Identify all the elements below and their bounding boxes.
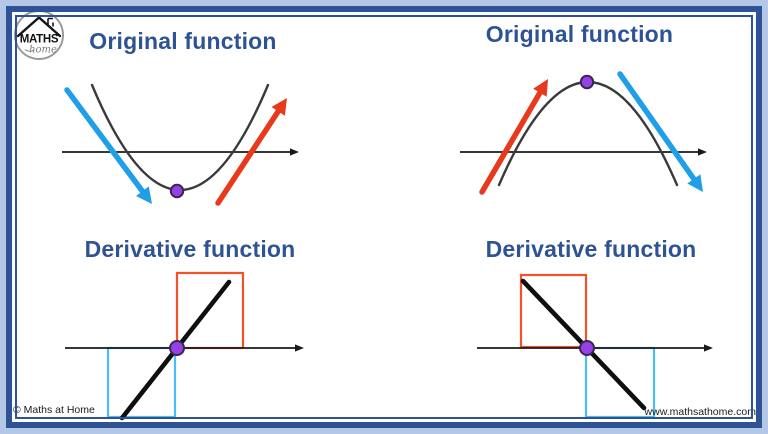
panel-original-function-min	[62, 83, 299, 206]
maths-at-home-logo: MATHS home	[14, 10, 64, 60]
title-original-function-right: Original function	[485, 21, 674, 47]
positive-gradient-arrow-shaft	[215, 108, 281, 206]
positive-gradient-arrow-shaft	[479, 90, 543, 195]
x-axis-arrowhead	[295, 344, 304, 352]
logo-text-home: home	[29, 45, 57, 56]
panel-derivative-of-min	[65, 271, 304, 421]
website-url: www.mathsathome.com	[644, 406, 756, 418]
logo-text-maths: MATHS	[20, 34, 59, 46]
parabola-minimum-curve	[90, 83, 270, 192]
parabola-maximum-curve	[497, 81, 679, 187]
zero-gradient-point	[169, 340, 185, 356]
negative-gradient-arrow-shaft	[617, 71, 697, 182]
negative-gradient-arrowhead	[136, 186, 152, 204]
logo-flourish	[24, 49, 35, 52]
copyright-note: © Maths at Home	[13, 404, 95, 416]
negative-gradient-arrow-shaft	[64, 87, 146, 194]
x-axis-arrowhead	[704, 344, 713, 352]
minimum-turning-point	[169, 183, 185, 199]
positive-gradient-arrowhead	[533, 79, 548, 97]
house-roof-icon	[16, 15, 62, 38]
chimney-icon	[47, 17, 54, 27]
negative-gradient-arrowhead	[687, 174, 703, 192]
title-derivative-function-right: Derivative function	[485, 236, 697, 262]
x-axis-arrowhead	[290, 148, 299, 156]
positive-gradient-arrowhead	[271, 98, 287, 116]
panel-derivative-of-max	[477, 273, 713, 419]
x-axis-arrowhead	[698, 148, 707, 156]
title-original-function-left: Original function	[89, 28, 277, 54]
zero-gradient-point	[579, 340, 595, 356]
maximum-turning-point	[579, 74, 595, 90]
negative-region-box	[106, 346, 177, 419]
positive-region-box	[519, 273, 588, 349]
panel-original-function-max	[460, 71, 707, 195]
title-derivative-function-left: Derivative function	[84, 236, 296, 262]
